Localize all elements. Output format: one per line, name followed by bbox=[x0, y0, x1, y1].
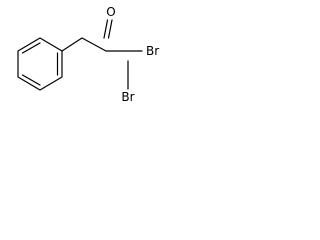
acyl-bromine-atom-label: Br bbox=[146, 44, 159, 58]
molecular-structure-diagram: O Br Br bbox=[17, 5, 159, 104]
benzene-double-bond-top-left bbox=[21, 42, 41, 54]
benzene-ring bbox=[17, 37, 63, 91]
oxygen-atom-label: O bbox=[106, 5, 115, 19]
alpha-bromine-atom-label: Br bbox=[121, 90, 134, 104]
ring-to-alpha-carbon-bond bbox=[61, 37, 83, 52]
alpha-to-carbonyl-bond bbox=[81, 37, 107, 52]
carbonyl-double-bond-line-2 bbox=[107, 19, 113, 39]
benzene-double-bond-left bbox=[21, 74, 41, 86]
carbonyl-double-bond-line-1 bbox=[103, 19, 109, 39]
